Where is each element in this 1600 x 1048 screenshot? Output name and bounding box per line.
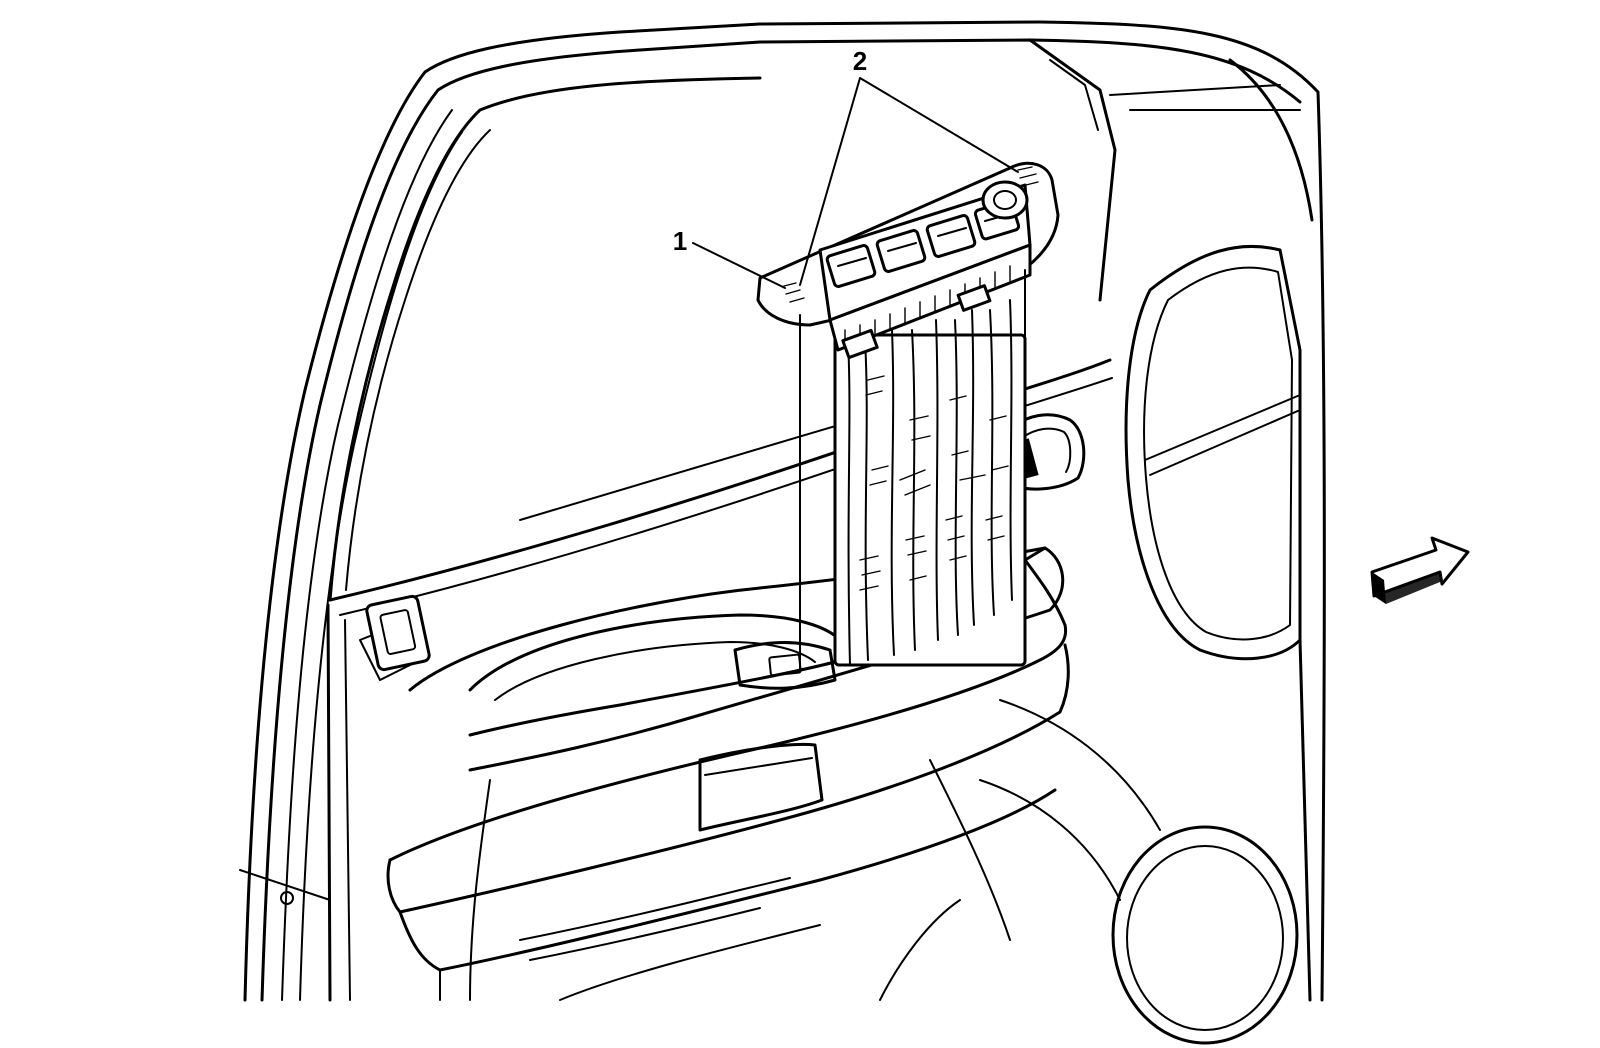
wiring-harness: [833, 299, 1027, 667]
leader-lines: [692, 77, 1026, 671]
leader-line-2a: [799, 77, 861, 286]
leader-line-2b: [859, 77, 1019, 173]
right-trim-panel: [979, 244, 1312, 1045]
callout-label-2: 2: [853, 46, 867, 76]
callout-label-1: 1: [673, 226, 687, 256]
arrow-right-icon: [1370, 536, 1470, 604]
left-trim-panel: [239, 594, 431, 1002]
window-switch-assembly: [756, 161, 1060, 360]
leader-line-1: [692, 242, 786, 289]
